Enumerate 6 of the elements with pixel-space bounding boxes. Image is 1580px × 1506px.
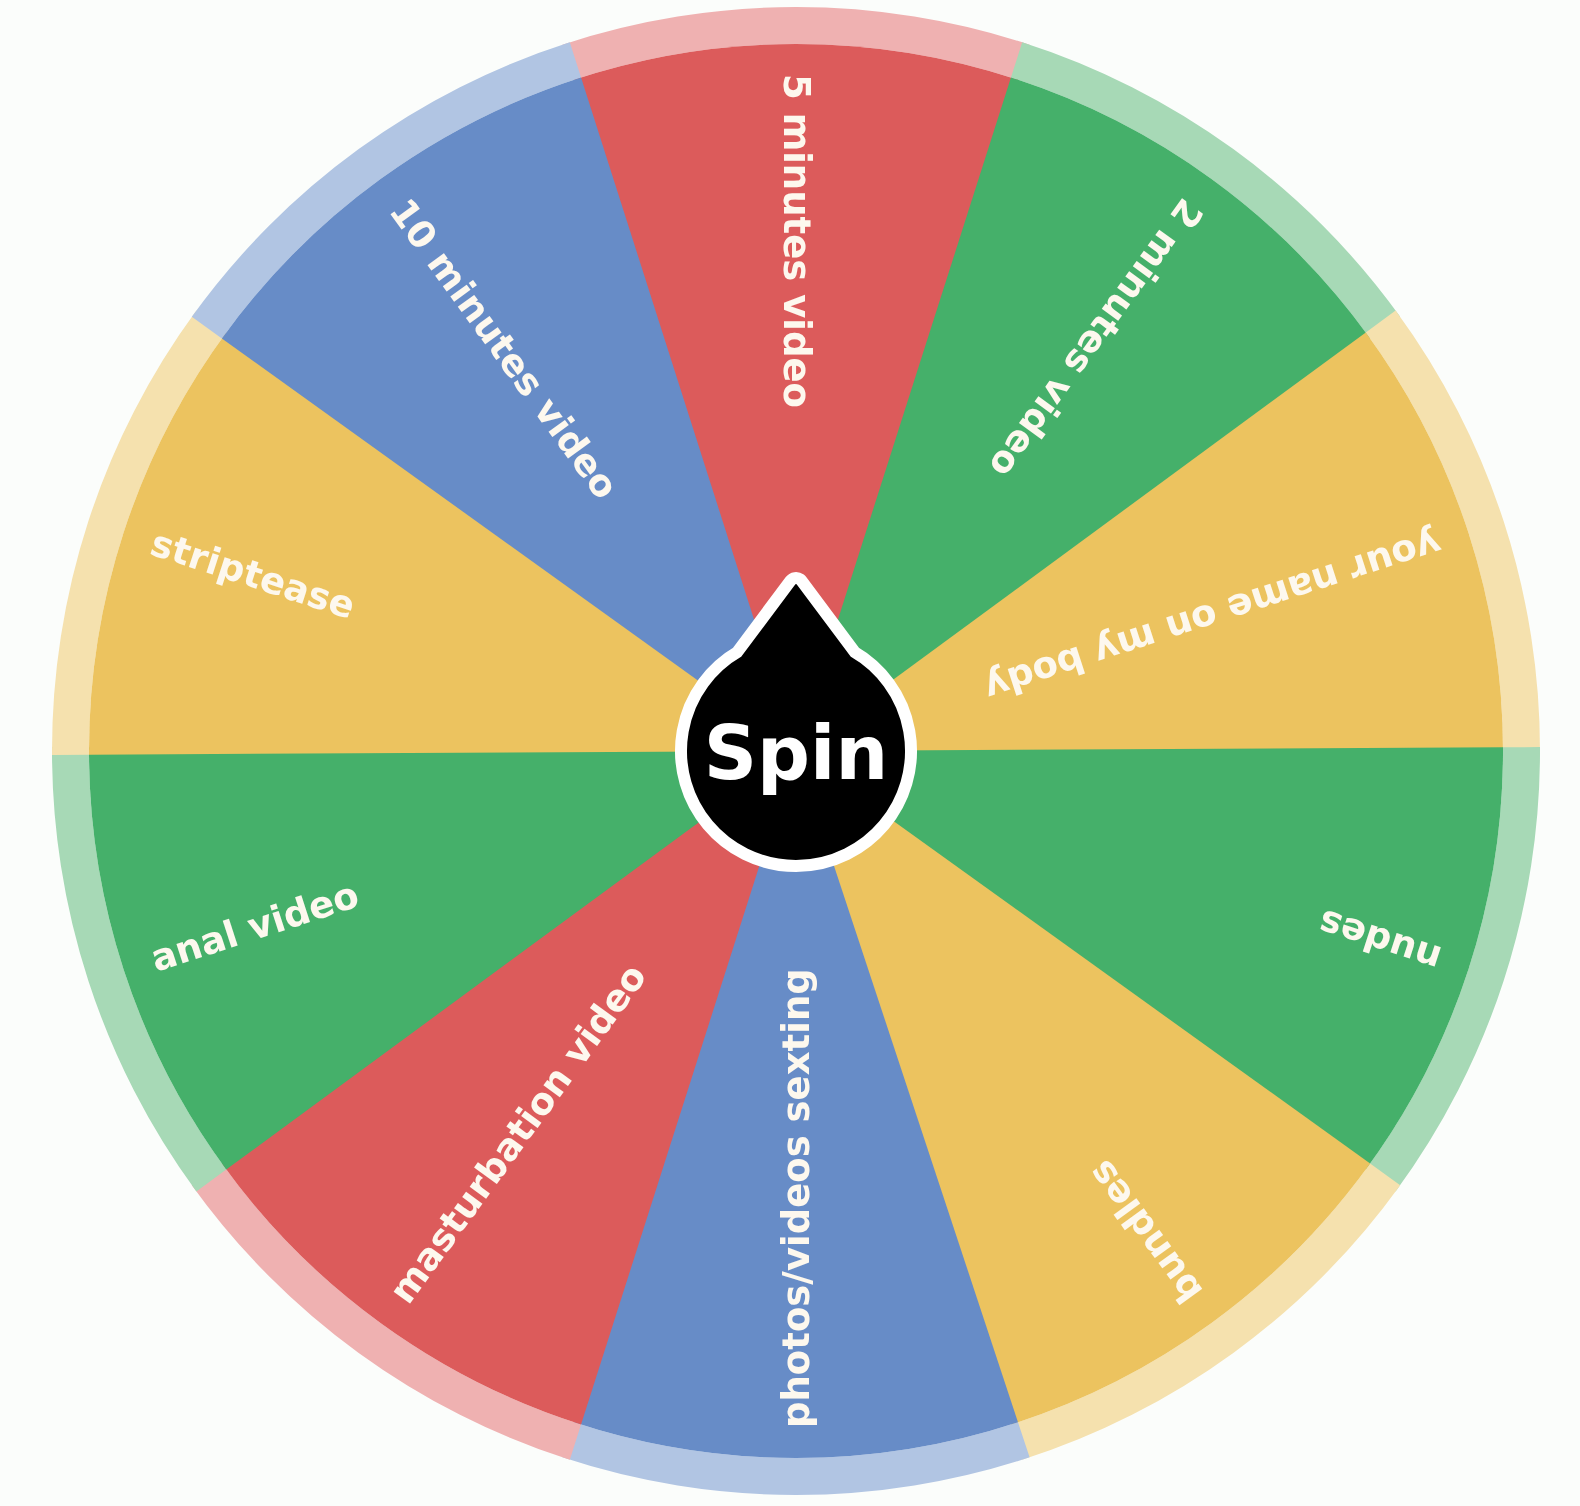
- slice-label: photos/videos sexting: [774, 968, 818, 1428]
- spin-button: Spin: [675, 572, 917, 872]
- slice-label: nudes: [1313, 900, 1447, 981]
- slice-label: your name on my body: [979, 521, 1447, 710]
- slice-label: 5 minutes video: [774, 74, 818, 409]
- slice-label: anal video: [145, 873, 364, 981]
